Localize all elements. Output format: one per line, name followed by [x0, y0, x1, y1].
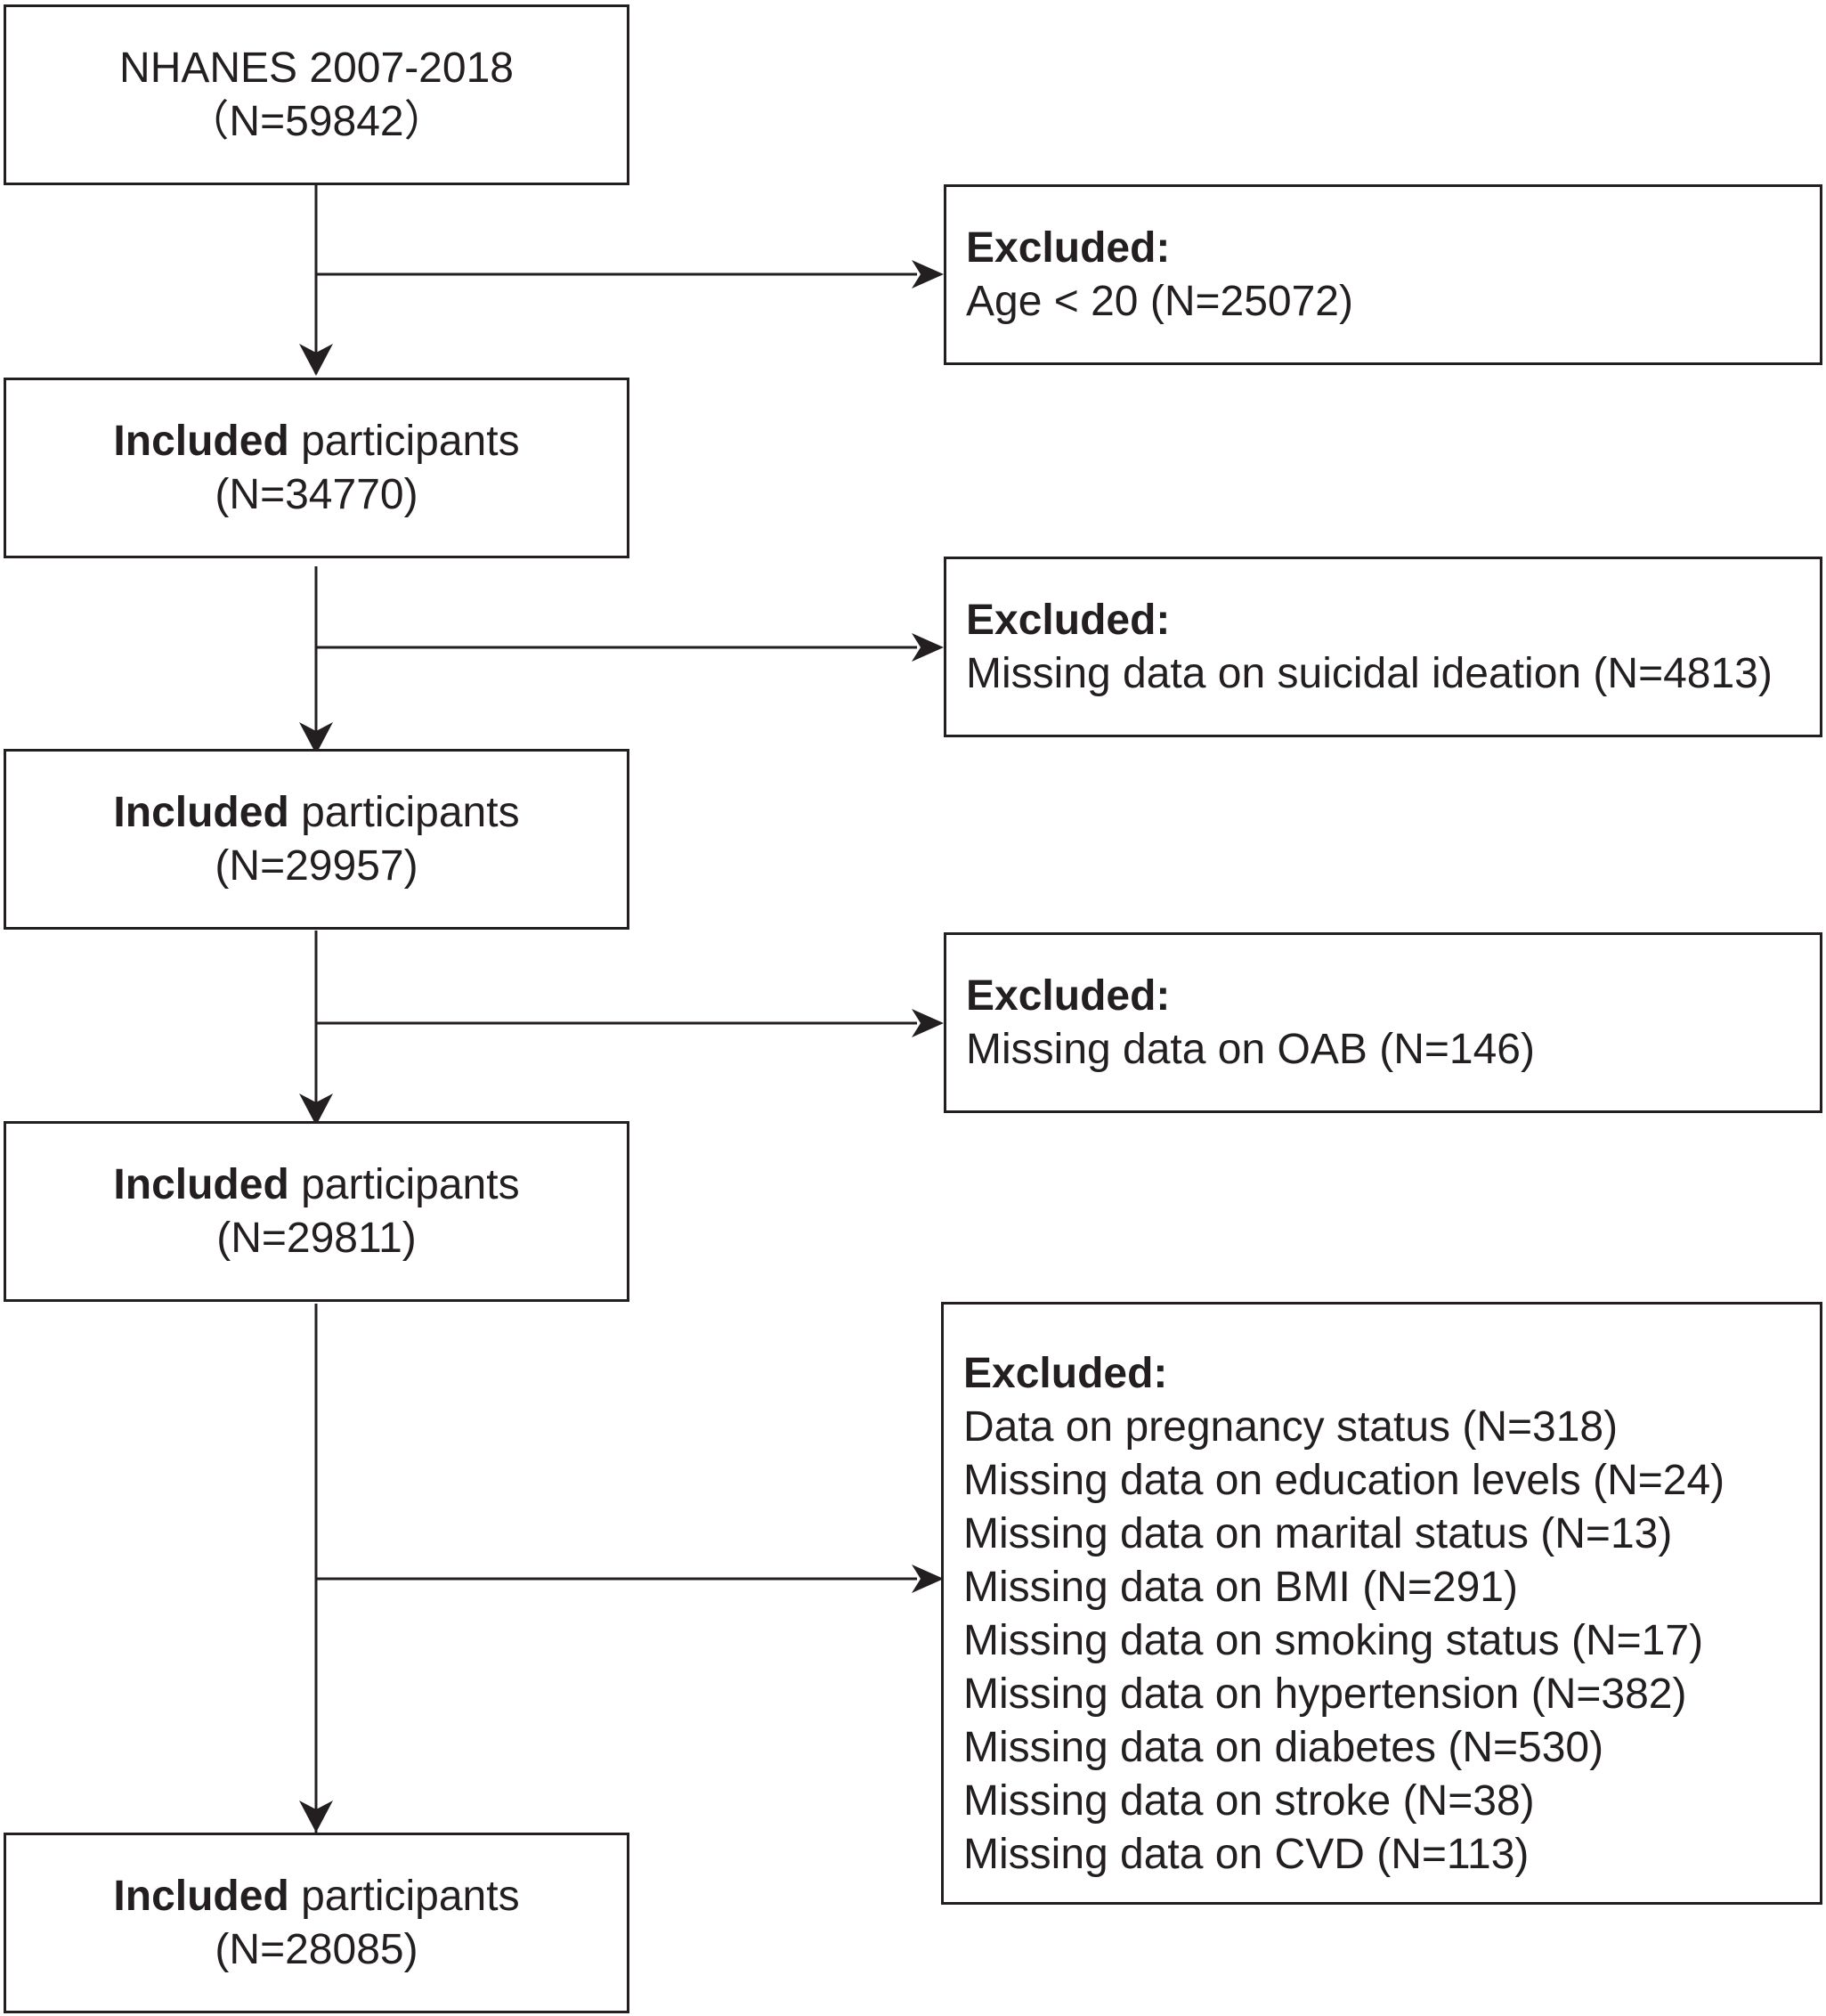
included-label-2: Included participants [113, 788, 520, 836]
excluded-heading-2: Excluded: [966, 596, 1171, 644]
included-label-4: Included participants [113, 1872, 520, 1920]
excluded-box-1: Excluded: Age < 20 (N=25072) [944, 184, 1822, 365]
excluded-item: Missing data on BMI (N=291) [963, 1564, 1518, 1611]
excluded-box-4: Excluded: Data on pregnancy status (N=31… [941, 1302, 1822, 1905]
start-box: NHANES 2007-2018 （N=59842） [4, 4, 629, 185]
included-label-1: Included participants [113, 417, 520, 465]
excluded-item: Missing data on education levels (N=24) [963, 1457, 1725, 1504]
arrow-down-2 [299, 722, 333, 754]
excluded-heading-3: Excluded: [966, 971, 1171, 1020]
excluded-item: Missing data on CVD (N=113) [963, 1831, 1530, 1878]
excluded-item: Missing data on marital status (N=13) [963, 1510, 1673, 1557]
excluded-item: Data on pregnancy status (N=318) [963, 1403, 1619, 1451]
included-label-3: Included participants [113, 1160, 520, 1208]
arrow-down-1 [299, 344, 333, 376]
excluded-item: Missing data on diabetes (N=530) [963, 1724, 1604, 1771]
included-box-1: Included participants (N=34770) [4, 378, 629, 558]
excluded-item: Missing data on OAB (N=146) [966, 1025, 1535, 1073]
included-box-2: Included participants (N=29957) [4, 749, 629, 930]
start-title: NHANES 2007-2018 [119, 44, 514, 92]
excluded-item: Missing data on stroke (N=38) [963, 1777, 1535, 1825]
included-count-3: (N=29811) [216, 1214, 417, 1262]
excluded-item: Missing data on hypertension (N=382) [963, 1671, 1687, 1718]
included-count-4: (N=28085) [215, 1925, 418, 1973]
arrow-right-4 [912, 1565, 944, 1593]
arrow-down-4 [299, 1801, 333, 1833]
excluded-item: Missing data on suicidal ideation (N=481… [966, 649, 1773, 697]
arrow-right-3 [912, 1009, 944, 1037]
included-box-4: Included participants (N=28085) [4, 1833, 629, 2013]
arrow-right-2 [912, 633, 944, 662]
excluded-item: Age < 20 (N=25072) [966, 277, 1353, 325]
arrow-right-1 [912, 260, 944, 289]
excluded-item: Missing data on smoking status (N=17) [963, 1617, 1704, 1664]
included-count-2: (N=29957) [215, 841, 418, 890]
arrow-down-3 [299, 1093, 333, 1126]
included-box-3: Included participants (N=29811) [4, 1121, 629, 1302]
excluded-box-3: Excluded: Missing data on OAB (N=146) [944, 932, 1822, 1113]
included-count-1: (N=34770) [215, 470, 418, 518]
excluded-box-2: Excluded: Missing data on suicidal ideat… [944, 557, 1822, 737]
start-count: （N=59842） [186, 97, 447, 145]
excluded-heading-1: Excluded: [966, 224, 1171, 272]
excluded-heading-4: Excluded: [963, 1350, 1168, 1397]
